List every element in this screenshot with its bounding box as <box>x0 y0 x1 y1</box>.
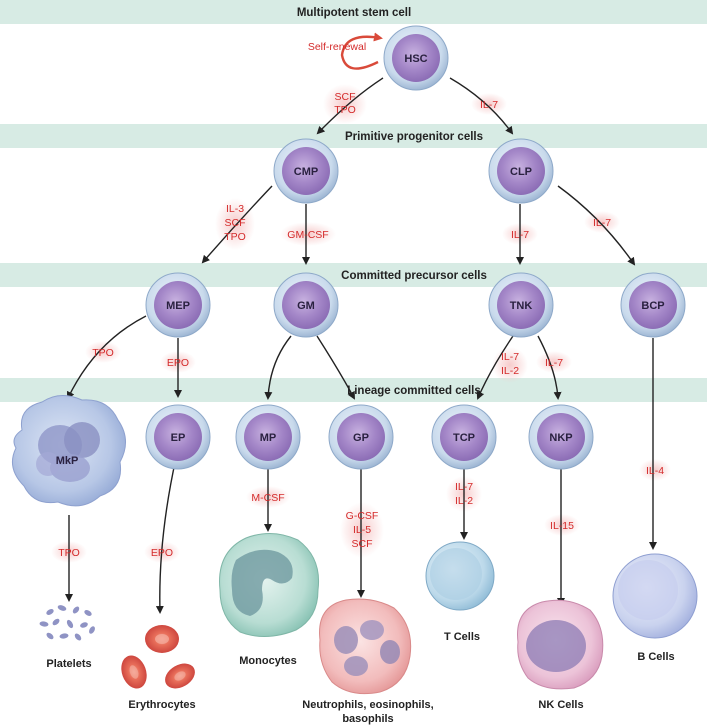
output-monocytes: Monocytes <box>239 655 296 667</box>
output-neutrophils-line2: basophils <box>342 713 393 725</box>
b-cell-icon <box>612 553 698 639</box>
cell-hsc: HSC <box>383 25 449 91</box>
cell-gm: GM <box>273 272 339 338</box>
erythrocytes-icon <box>121 625 195 689</box>
cytokine-nkp-nk: IL-15 <box>550 520 574 532</box>
svg-text:EP: EP <box>171 432 186 444</box>
svg-text:MEP: MEP <box>166 300 190 312</box>
svg-text:BCP: BCP <box>641 300 664 312</box>
svg-text:CLP: CLP <box>510 166 532 178</box>
cell-ep: EP <box>145 404 211 470</box>
cytokine-cmp-mep-il3: IL-3 <box>226 203 244 215</box>
cytokine-gp-scf: SCF <box>352 538 373 550</box>
cytokine-clp-tnk: IL-7 <box>511 229 529 241</box>
platelets-icon <box>39 605 95 641</box>
svg-text:GP: GP <box>353 432 369 444</box>
self-renewal-label: Self-renewal <box>308 41 366 53</box>
cytokine-labels: SCF TPO IL-7 IL-3 SCF TPO GM-CSF IL-7 IL… <box>58 91 664 559</box>
cell-tnk: TNK <box>488 272 554 338</box>
cell-mep: MEP <box>145 272 211 338</box>
cytokine-tnk-tcp-il7: IL-7 <box>501 351 519 363</box>
t-cell-icon <box>425 541 495 611</box>
svg-text:TCP: TCP <box>453 432 475 444</box>
tier-band-committed <box>0 263 707 287</box>
tier-band-stem <box>0 0 707 24</box>
arrows <box>65 77 657 614</box>
cytokine-mkp-platelets: TPO <box>58 547 80 559</box>
nk-cell-icon <box>517 599 604 690</box>
tier-label-committed: Committed precursor cells <box>341 270 487 282</box>
cell-bcp: BCP <box>620 272 686 338</box>
cell-gp: GP <box>328 404 394 470</box>
cytokine-bcp-b: IL-4 <box>646 465 664 477</box>
output-neutrophils-line1: Neutrophils, eosinophils, <box>302 699 433 711</box>
output-platelets: Platelets <box>46 658 91 670</box>
cytokine-gp-il5: IL-5 <box>353 524 371 536</box>
cytokine-mep-ep: EPO <box>167 357 189 369</box>
svg-text:CMP: CMP <box>294 166 318 178</box>
cytokine-ep-erythrocytes: EPO <box>151 547 173 559</box>
tier-label-primitive: Primitive progenitor cells <box>345 131 483 143</box>
cytokine-cmp-mep-tpo: TPO <box>224 231 246 243</box>
cytokine-mp-monocytes: M-CSF <box>251 492 284 504</box>
svg-text:NKP: NKP <box>549 432 572 444</box>
self-renewal-arrow <box>340 32 383 70</box>
granulocyte-icon <box>319 598 412 695</box>
cytokine-mep-mkp: TPO <box>92 347 114 359</box>
cytokine-tcp-t-il7: IL-7 <box>455 481 473 493</box>
svg-text:TNK: TNK <box>510 300 533 312</box>
cell-clp: CLP <box>488 138 554 204</box>
cytokine-clp-bcp: IL-7 <box>593 217 611 229</box>
svg-text:MP: MP <box>260 432 277 444</box>
svg-text:GM: GM <box>297 300 315 312</box>
output-erythrocytes: Erythrocytes <box>128 699 195 711</box>
tier-label-stem: Multipotent stem cell <box>297 7 411 19</box>
cytokine-cmp-mep-scf: SCF <box>225 217 246 229</box>
cytokine-tcp-t-il2: IL-2 <box>455 495 473 507</box>
cell-tcp: TCP <box>431 404 497 470</box>
tier-label-lineage: Lineage committed cells <box>347 385 481 397</box>
cytokine-hsc-cmp-tpo: TPO <box>334 104 356 116</box>
cytokine-tnk-nkp: IL-7 <box>545 357 563 369</box>
cell-mp: MP <box>235 404 301 470</box>
cytokine-hsc-clp: IL-7 <box>480 99 498 111</box>
output-nk-cells: NK Cells <box>538 699 583 711</box>
tier-band-primitive <box>0 124 707 148</box>
cytokine-cmp-gm: GM-CSF <box>287 229 328 241</box>
cytokine-gp-gcsf: G-CSF <box>346 510 379 522</box>
cell-mkp: MkP <box>11 395 126 507</box>
cytokine-tnk-tcp-il2: IL-2 <box>501 365 519 377</box>
output-b-cells: B Cells <box>637 651 674 663</box>
svg-text:HSC: HSC <box>404 53 427 65</box>
svg-text:MkP: MkP <box>56 455 79 467</box>
monocyte-icon <box>219 533 320 637</box>
cell-nkp: NKP <box>528 404 594 470</box>
output-t-cells: T Cells <box>444 631 480 643</box>
cytokine-hsc-cmp-scf: SCF <box>335 91 356 103</box>
cell-cmp: CMP <box>273 138 339 204</box>
